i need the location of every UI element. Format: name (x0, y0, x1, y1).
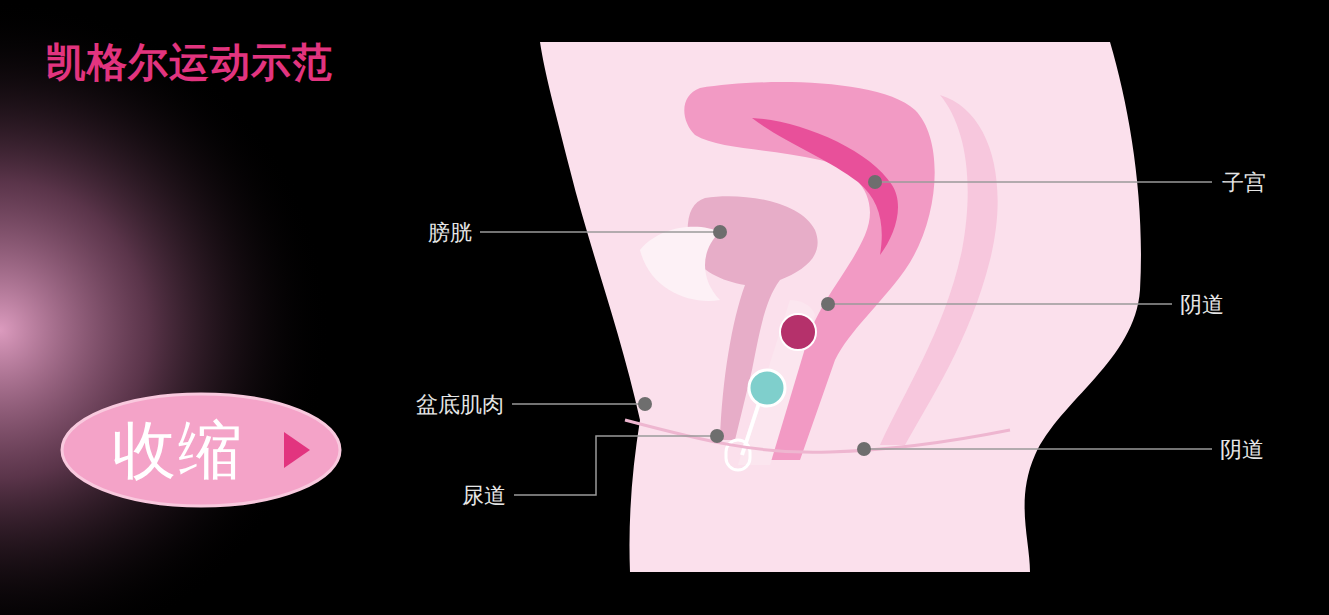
leader-line (875, 181, 1212, 183)
action-button: 收缩 (60, 392, 342, 508)
play-arrow (284, 432, 310, 468)
leader-dot (821, 297, 835, 311)
part-label: 子宫 (1222, 172, 1266, 194)
leader-line (514, 436, 717, 495)
leader-line (512, 403, 645, 405)
part-label: 阴道 (1180, 294, 1224, 316)
leader-line (828, 303, 1172, 305)
kegel-ball (749, 370, 785, 406)
leader-dot (710, 429, 724, 443)
leader-lines (480, 182, 1212, 495)
leader-dots (638, 175, 882, 456)
page-title: 凯格尔运动示范 (46, 40, 333, 84)
button-ellipse (62, 394, 340, 506)
vaginal-canal (738, 300, 815, 465)
part-label: 盆底肌肉 (416, 394, 504, 416)
uterus (684, 82, 934, 460)
leader-dot (868, 175, 882, 189)
part-label: 膀胱 (428, 222, 472, 244)
leader-line (864, 448, 1212, 450)
body-outline (540, 42, 1141, 572)
glow (0, 0, 520, 615)
kegel-ball (780, 314, 816, 350)
leader-dot (857, 442, 871, 456)
part-label: 阴道 (1220, 439, 1264, 461)
leader-line (480, 231, 720, 233)
pubic-bone (640, 227, 720, 301)
leader-dot (638, 397, 652, 411)
part-label: 尿道 (462, 485, 506, 507)
button-text: 收缩 (112, 418, 244, 482)
leader-dot (713, 225, 727, 239)
